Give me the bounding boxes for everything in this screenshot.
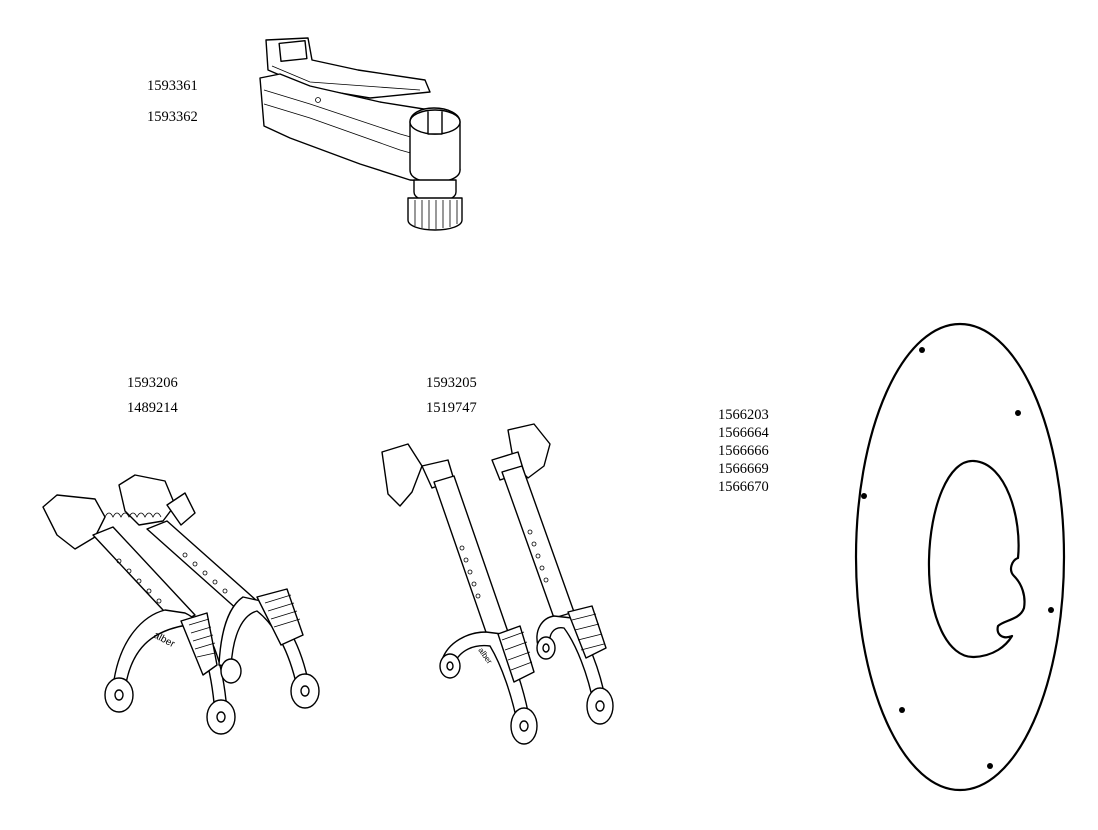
part-number-disc-3: 1566666: [718, 443, 769, 459]
disc-hole-2: [1015, 410, 1021, 416]
disc-hole-6: [987, 763, 993, 769]
disc-hole-5: [899, 707, 905, 713]
part-number-disc-1: 1566203: [718, 407, 769, 423]
wheel-left-drawing: alber: [42, 474, 320, 735]
part-number-wheel-left-1: 1593206: [127, 375, 178, 391]
part-number-list-disc: 1566203 1566664 1566666 1566669 1566670: [718, 406, 769, 496]
part-number-clamp-1: 1593361: [147, 78, 198, 94]
part-number-disc-2: 1566664: [718, 425, 769, 441]
part-number-clamp-2: 1593362: [147, 109, 198, 125]
part-number-disc-5: 1566670: [718, 479, 769, 495]
wheel-right-drawing: alber: [381, 423, 614, 745]
part-number-wheel-right-2: 1519747: [426, 400, 477, 416]
disc-hole-3: [861, 493, 867, 499]
clamp-drawing: [259, 37, 463, 231]
disc-drawing: [854, 322, 1066, 792]
part-number-wheel-right-1: 1593205: [426, 375, 477, 391]
disc-hole-4: [1048, 607, 1054, 613]
disc-hole-1: [919, 347, 925, 353]
part-number-disc-4: 1566669: [718, 461, 769, 477]
part-number-wheel-left-2: 1489214: [127, 400, 178, 416]
wheel-left-logo: alber: [152, 630, 177, 650]
